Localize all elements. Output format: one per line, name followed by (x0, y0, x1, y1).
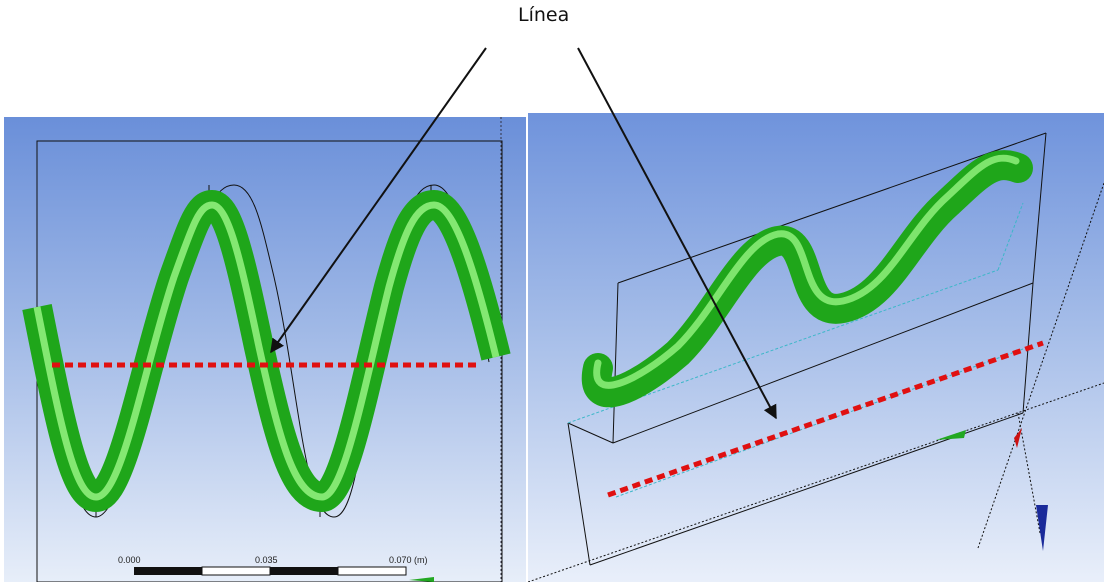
scale-label-0: 0.000 (118, 555, 141, 565)
axis-arrow-green-3d (936, 430, 966, 440)
viewport-isometric-view[interactable] (528, 113, 1104, 582)
scale-label-1: 0.035 (255, 555, 278, 565)
scale-bar-seg-3 (270, 567, 338, 575)
scale-bar-seg-2 (201, 566, 271, 576)
viewport-front-view[interactable]: 0.000 0.035 0.070 (m) (4, 117, 526, 582)
annotation-title: Línea (518, 4, 570, 26)
axis-dotted-1 (528, 382, 1104, 582)
axis-arrow-red-3d (1014, 428, 1022, 448)
isometric-view-canvas (528, 132, 1104, 582)
axis-arrow-blue-3d (1036, 505, 1048, 551)
scale-label-2: 0.070 (m) (389, 555, 428, 565)
axis-dotted-3 (1017, 412, 1041, 534)
axis-dotted-2 (977, 182, 1104, 549)
scale-bar-seg-1 (134, 567, 202, 575)
axis-arrow-green (409, 577, 434, 582)
green-tube (22, 189, 511, 513)
front-view-canvas (22, 117, 511, 582)
red-dashed-line-3d (607, 340, 1044, 498)
scale-bar-seg-4 (337, 566, 407, 576)
